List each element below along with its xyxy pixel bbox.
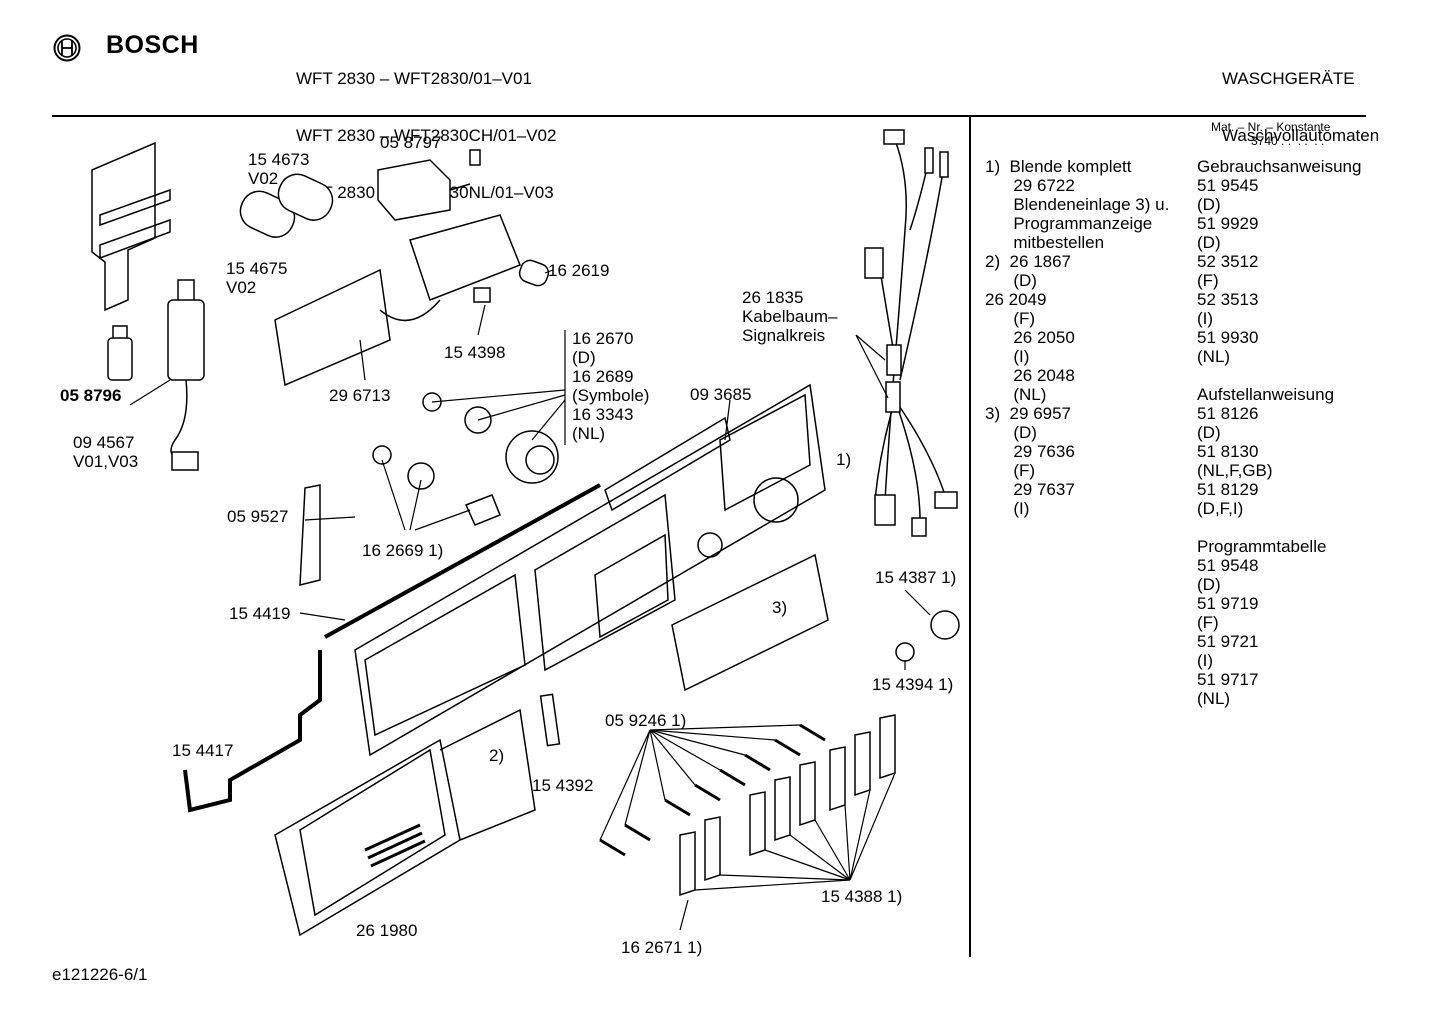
part-label-154398: 15 4398 [444, 343, 506, 362]
part-label-154388: 15 4388 1) [821, 887, 903, 906]
knob-part [895, 642, 915, 662]
part-label-093685: 09 3685 [690, 385, 752, 404]
wire-part [183, 650, 322, 813]
part-label-261980: 26 1980 [356, 921, 418, 940]
clip-part [299, 484, 321, 586]
capacitor-part [107, 279, 205, 471]
parts-notes: 1) Blende komplett 29 6722 Blendeneinlag… [985, 157, 1170, 518]
part-label-094567: 09 4567 V01,V03 [73, 433, 139, 471]
part-label-059527: 05 9527 [227, 507, 289, 526]
knob-parts [372, 392, 559, 526]
part-label-162669: 16 2669 1) [362, 541, 444, 560]
documentation-list: Gebrauchsanweisung 51 9545 (D) 51 9929 (… [1197, 157, 1362, 708]
category: WASCHGERÄTE Waschvollautomaten [1222, 31, 1379, 164]
cable-harness-part [864, 129, 958, 537]
key-parts [679, 714, 896, 897]
column-divider [969, 115, 971, 957]
category-line: Waschvollautomaten [1222, 126, 1380, 145]
part-label-154387: 15 4387 1) [875, 568, 957, 587]
footer-code: e121226-6/1 [52, 965, 148, 984]
circuit-board-part [274, 214, 550, 387]
bosch-logo-icon [53, 34, 81, 62]
drawer-part [274, 708, 536, 937]
spring-parts [599, 723, 826, 857]
part-label-162619: 16 2619 [548, 261, 610, 280]
part-label-154675: 15 4675 V02 [226, 259, 288, 297]
knob-part [930, 610, 960, 640]
model-line: WFT 2830 – WFT2830/01–V01 [296, 69, 532, 88]
part-label-154417: 15 4417 [172, 741, 234, 760]
part-label-note-2: 2) [489, 746, 505, 765]
part-label-154673: 15 4673 V02 [248, 150, 310, 188]
bracket-part [91, 141, 171, 312]
header-rule [52, 115, 1366, 117]
mat-nr-constant: Mat. – Nr. – Konstante 3740 . . . . . . [1211, 120, 1331, 148]
part-label-note-1: 1) [836, 450, 852, 469]
front-panel-part [354, 383, 826, 757]
part-label-162671: 16 2671 1) [621, 938, 703, 957]
leader-lines [129, 269, 931, 931]
panel-inlay [671, 553, 829, 692]
seal-strip [324, 483, 601, 639]
part-label-154392: 15 4392 [532, 776, 594, 795]
category-line: WASCHGERÄTE [1222, 69, 1355, 88]
part-label-154394: 15 4394 1) [872, 675, 954, 694]
part-label-059246: 05 9246 1) [605, 711, 687, 730]
part-label-162670: 16 2670 (D) 16 2689 (Symbole) 16 3343 (N… [572, 329, 650, 443]
suppressor-part [239, 173, 334, 238]
part-label-058796: 05 8796 [60, 386, 122, 405]
brand-name: BOSCH [106, 31, 199, 59]
light-guide-part [539, 693, 561, 747]
part-label-note-3: 3) [772, 598, 788, 617]
part-label-154419: 15 4419 [229, 604, 291, 623]
part-label-058797: 05 8797 [380, 133, 442, 152]
part-label-261835: 26 1835 Kabelbaum– Signalkreis [742, 288, 838, 345]
exploded-parts-drawing [91, 129, 960, 937]
part-label-296713: 29 6713 [329, 386, 391, 405]
switch-part [377, 149, 481, 221]
model-line: WFT 2830 – WFT2830CH/01–V02 [296, 126, 557, 145]
